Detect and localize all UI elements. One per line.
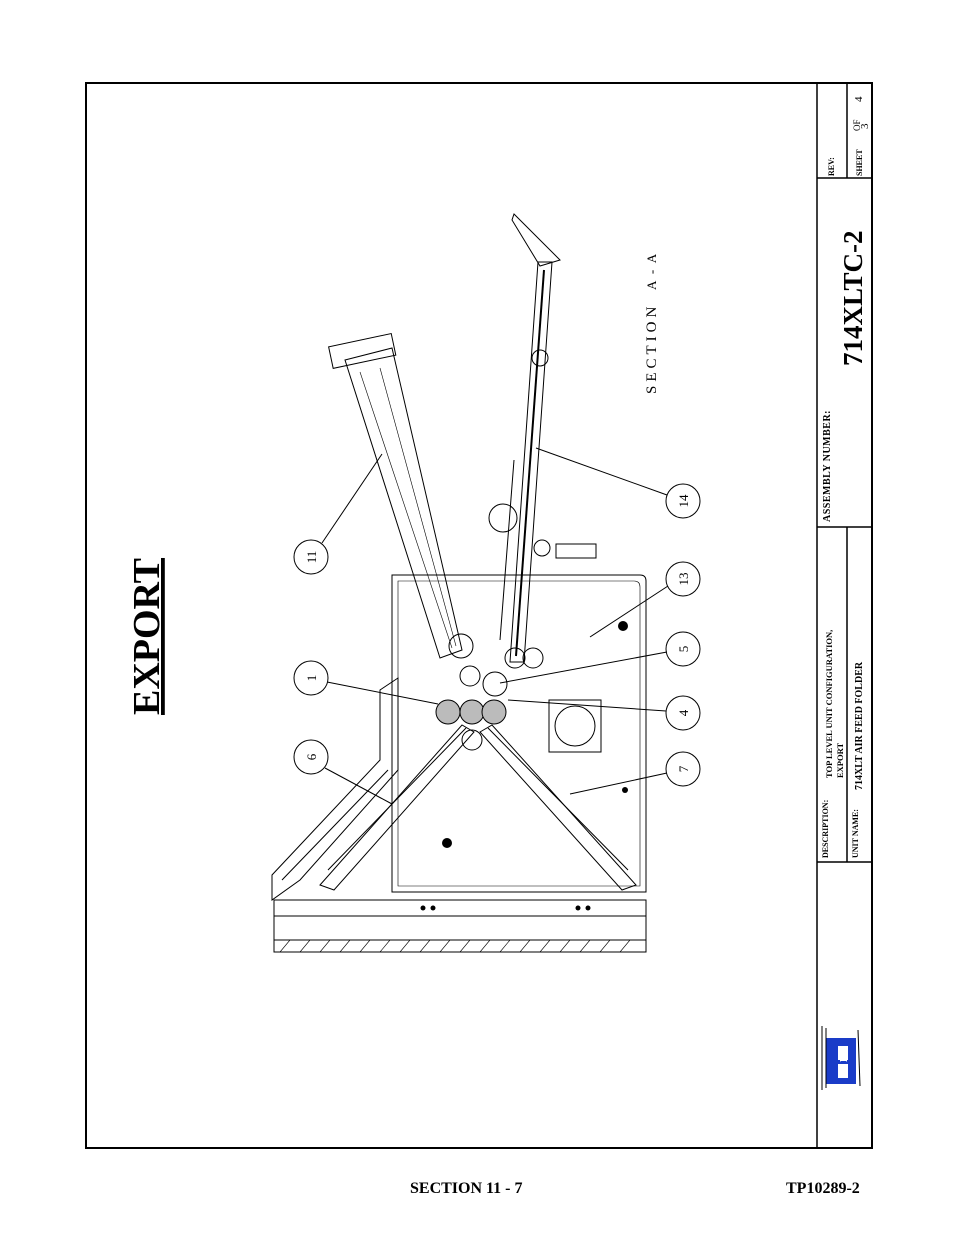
callout-14-label: 14 — [676, 494, 691, 508]
unit-name: 714XLT AIR FEED FOLDER — [854, 661, 865, 790]
callout-5 — [665, 631, 701, 667]
sheet-border — [85, 82, 873, 1149]
callouts — [293, 447, 701, 805]
company-logo: B — [821, 1026, 861, 1090]
assembly-label: ASSEMBLY NUMBER: — [822, 410, 833, 522]
callout-7 — [665, 751, 701, 787]
callout-7-label: 7 — [676, 765, 691, 772]
callout-1 — [293, 660, 329, 696]
description-label: DESCRIPTION: — [821, 800, 830, 858]
callout-13-label: 13 — [676, 573, 691, 586]
callout-1-label: 1 — [304, 675, 319, 682]
section-label: SECTION — [644, 303, 660, 394]
description-line2: EXPORT — [835, 743, 845, 778]
callout-6 — [293, 739, 329, 775]
title-block — [816, 83, 872, 1148]
rev-label: REV: — [827, 157, 836, 176]
of-label: OF — [852, 119, 862, 131]
callout-5-label: 5 — [676, 646, 691, 653]
sheet-number: 3 — [859, 123, 871, 129]
export-stamp: EXPORT — [126, 558, 168, 715]
callout-11 — [293, 539, 329, 575]
description-line1: TOP LEVEL UNIT CONFIGURATION, — [824, 630, 834, 778]
sheet-total: 4 — [853, 96, 865, 102]
footer-document-number: TP10289-2 — [786, 1180, 860, 1197]
machine-drawing — [271, 213, 647, 953]
callout-4-label: 4 — [676, 709, 691, 716]
assembly-number: 714XLTC-2 — [838, 230, 868, 366]
logo-letter: B — [839, 1055, 850, 1062]
unit-name-label: UNIT NAME: — [851, 809, 860, 858]
callout-11-label: 11 — [304, 551, 319, 564]
callout-4 — [665, 695, 701, 731]
sheet-label: SHEET — [855, 149, 864, 176]
callout-14 — [665, 483, 701, 519]
footer-section-number: SECTION 11 - 7 — [410, 1180, 523, 1197]
section-letters: A - A — [644, 252, 659, 290]
callout-6-label: 6 — [304, 753, 319, 760]
callout-13 — [665, 561, 701, 597]
